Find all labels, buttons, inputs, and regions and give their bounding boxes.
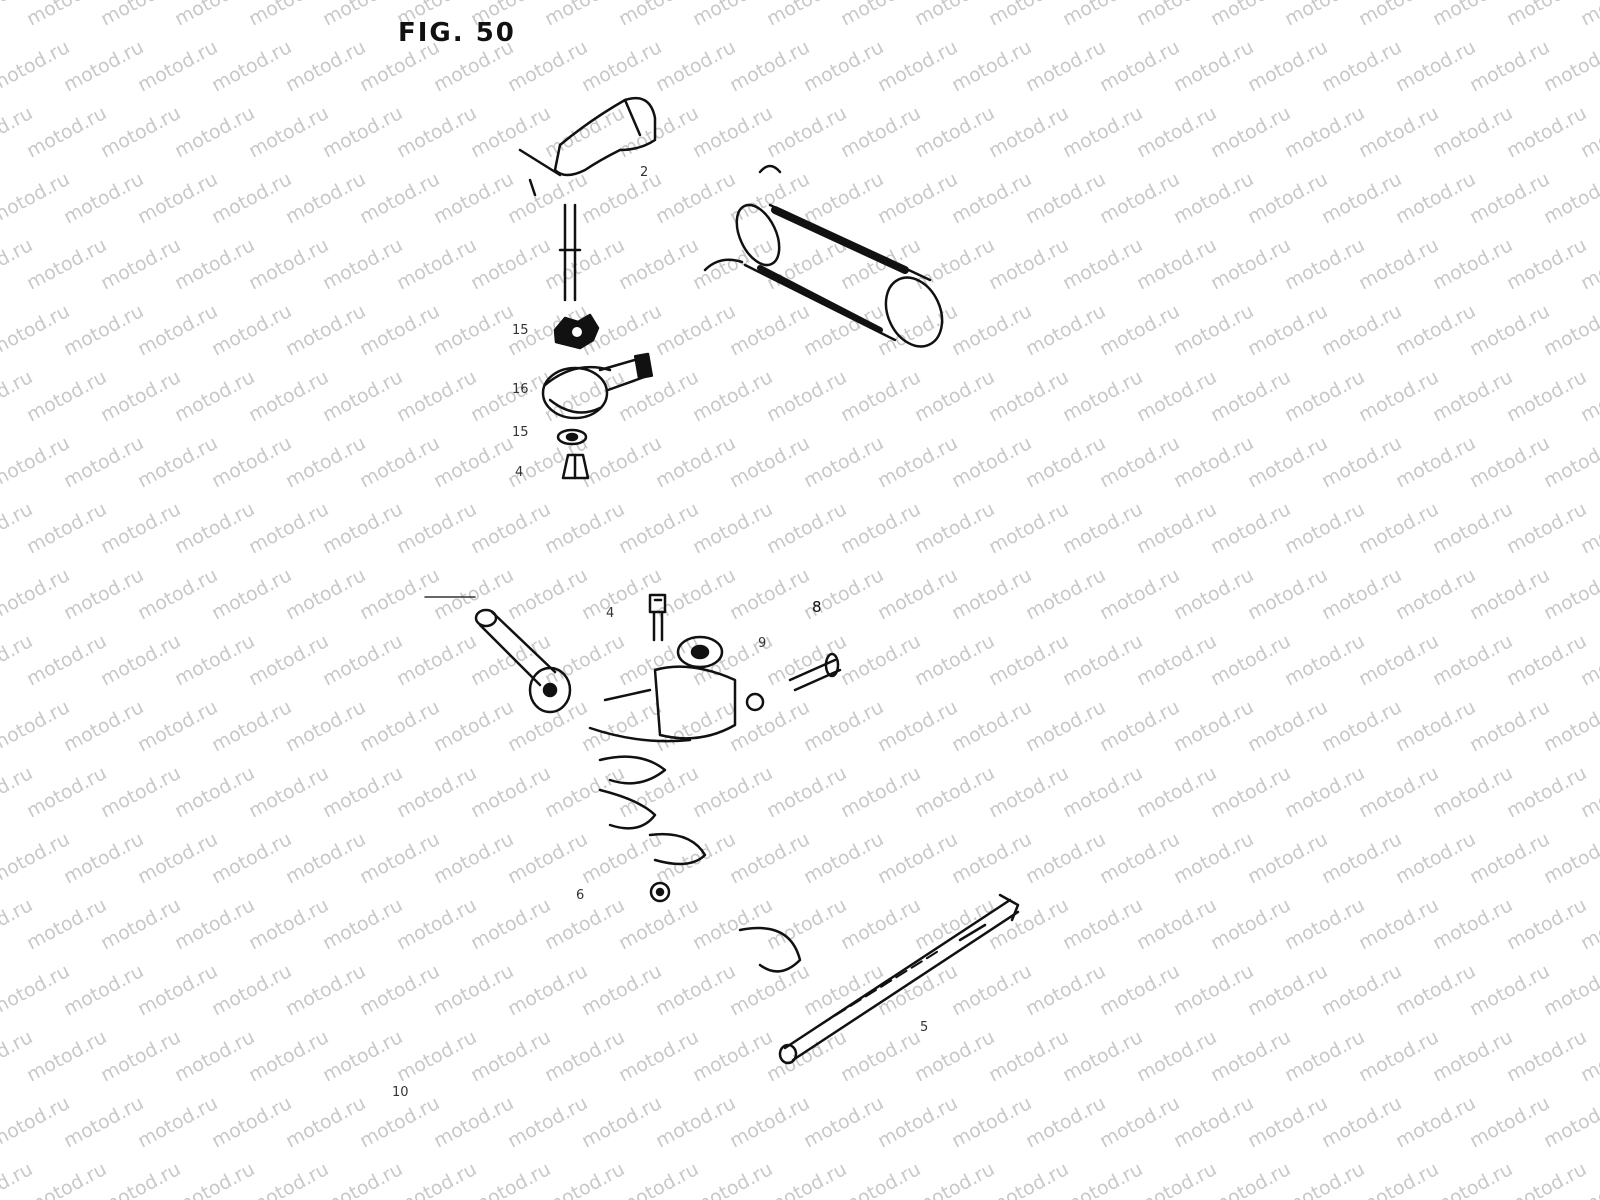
callout-9: 9 (758, 636, 767, 651)
rod-icon (778, 893, 1020, 1065)
bolt-icon (648, 593, 667, 642)
clamp-body-icon (541, 352, 654, 420)
cylinder-icon (703, 164, 944, 348)
nut-icon (649, 881, 671, 903)
callout-4b: 4 (606, 606, 615, 621)
callout-15b: 15 (512, 425, 529, 440)
callout-16: 16 (512, 382, 529, 397)
figure-title: FIG. 50 (398, 18, 516, 48)
spring-icon (598, 755, 802, 973)
callout-15: 15 (512, 323, 529, 338)
pin-icon (474, 608, 572, 714)
callout-5: 5 (920, 1020, 929, 1035)
callout-8: 8 (812, 598, 822, 616)
callout-10: 10 (392, 1085, 409, 1100)
washer-icon (556, 428, 588, 446)
nut-icon (561, 453, 590, 480)
callout-6: 6 (576, 888, 585, 903)
callout-2: 2 (640, 165, 649, 180)
star-washer-icon (553, 313, 600, 350)
housing-icon (588, 635, 765, 743)
cap-icon (518, 96, 657, 197)
stem-icon (558, 203, 582, 302)
bolt-icon (788, 652, 842, 692)
callout-4a: 4 (515, 465, 524, 480)
